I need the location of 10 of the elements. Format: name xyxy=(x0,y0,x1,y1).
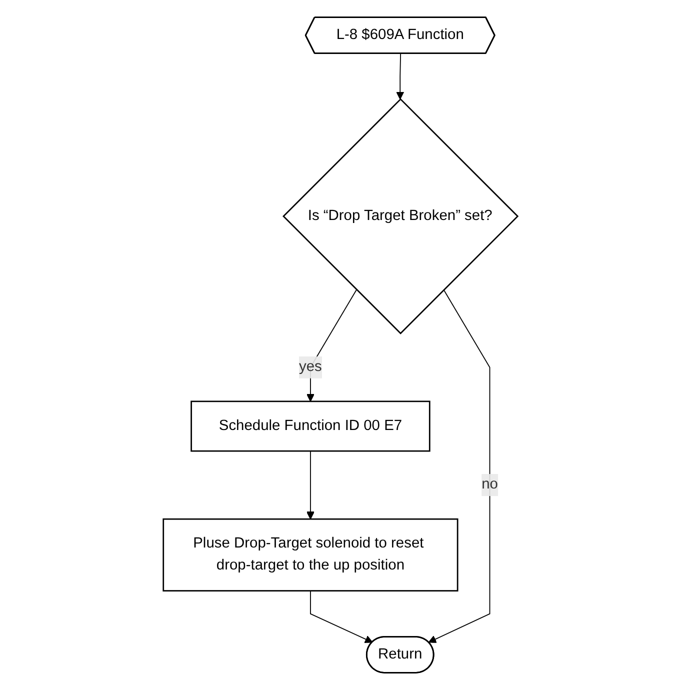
arrow xyxy=(396,53,405,100)
edge-label: yes xyxy=(300,359,322,375)
node-diamond: Is “Drop Target Broken” set? xyxy=(283,98,520,334)
arrow xyxy=(306,450,315,520)
node-box: Schedule Function ID 00 E7 xyxy=(191,400,431,452)
arrow xyxy=(428,289,491,643)
edge-label: no xyxy=(482,476,498,492)
node-box: Pluse Drop-Target solenoid to reset drop-target to the up position xyxy=(163,518,459,592)
arrow xyxy=(310,590,374,643)
arrow xyxy=(306,289,358,402)
